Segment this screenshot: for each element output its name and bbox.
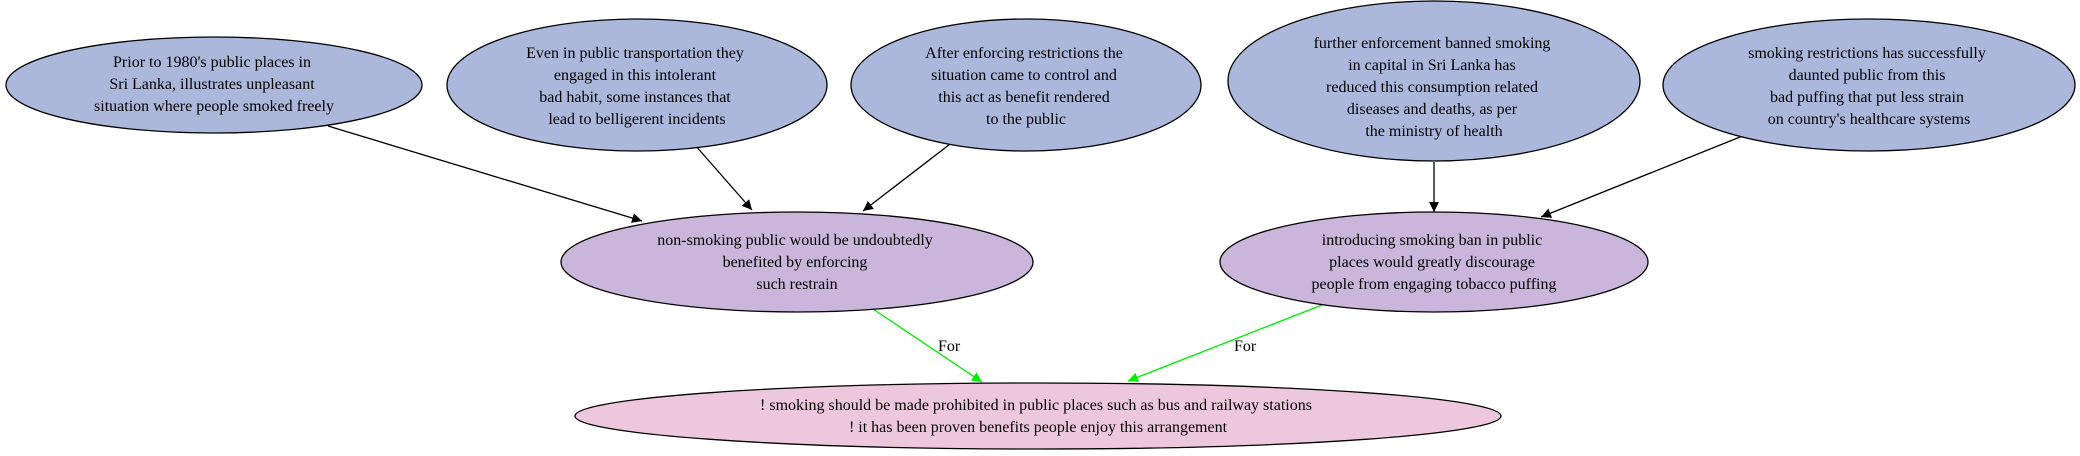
node-line: to the public [986,111,1066,128]
node-line: After enforcing restrictions the [925,45,1123,62]
svg-text:After enforcing restrictions t: After enforcing restrictions the situati… [925,45,1127,128]
svg-text:non-smoking public would be un: non-smoking public would be undoubtedly … [657,232,937,293]
svg-text:further enforcement banned smo: further enforcement banned smoking in ca… [1314,35,1555,140]
node-line: reduced this consumption related [1326,79,1538,96]
premise-node-enforcing-restrictions: After enforcing restrictions the situati… [850,18,1202,152]
edge-c1-to-conclusion [872,308,983,383]
svg-text:Prior to 1980's public places: Prior to 1980's public places in Sri Lan… [94,54,334,115]
claim-node-non-smoking-public-benefit: non-smoking public would be undoubtedly … [560,211,1034,313]
node-line: further enforcement banned smoking [1314,35,1551,52]
node-line: engaged in this intolerant [554,67,717,84]
node-line: diseases and deaths, as per [1347,101,1518,118]
edge-label-c2-for: For [1234,338,1257,355]
node-line: bad habit, some instances that [539,89,731,106]
node-line: the ministry of health [1365,123,1502,140]
premise-node-public-transportation: Even in public transportation they engag… [446,18,828,152]
node-line: Prior to 1980's public places in [113,54,311,71]
node-line: this act as benefit rendered [938,89,1109,106]
claim-node-ban-discourages-puffing: introducing smoking ban in public places… [1219,211,1649,313]
edge-label-c1-for: For [938,338,961,355]
node-line: situation where people smoked freely [94,98,334,115]
node-line: daunted public from this [1789,67,1946,84]
node-line: such restrain [756,276,837,293]
node-line: places would greatly discourage [1329,254,1535,271]
edge-p3-to-c1 [862,140,955,212]
edge-c2-to-conclusion [1127,304,1323,383]
node-line: situation came to control and [931,67,1117,84]
node-line: smoking restrictions has successfully [1748,45,1986,62]
premise-node-capital-ban: further enforcement banned smoking in ca… [1227,0,1641,162]
node-line: benefited by enforcing [723,254,868,271]
edge-p2-to-c1 [694,144,753,211]
edge-p5-to-c2 [1540,134,1746,218]
node-line: ! smoking should be made prohibited in p… [760,397,1312,414]
node-line: Even in public transportation they [526,45,744,62]
edge-p1-to-c1 [327,125,643,223]
premise-node-1980s-public-places: Prior to 1980's public places in Sri Lan… [5,36,423,134]
svg-text:Even in public transportation: Even in public transportation they engag… [526,45,748,128]
svg-text:! smoking should be made prohi: ! smoking should be made prohibited in p… [760,397,1316,436]
premise-node-healthcare-strain: smoking restrictions has successfully da… [1662,18,2076,152]
node-line: people from engaging tobacco puffing [1312,276,1557,293]
node-line: introducing smoking ban in public [1322,232,1542,249]
conclusion-node-smoking-prohibited: ! smoking should be made prohibited in p… [574,382,1502,450]
node-line: on country's healthcare systems [1768,111,1970,128]
node-line: Sri Lanka, illustrates unpleasant [109,76,315,93]
svg-text:smoking restrictions has succe: smoking restrictions has successfully da… [1748,45,1990,128]
node-line: bad puffing that put less strain [1770,89,1964,106]
node-line: ! it has been proven benefits people enj… [849,419,1228,436]
node-line: in capital in Sri Lanka has [1348,57,1516,74]
node-line: non-smoking public would be undoubtedly [657,232,933,249]
node-line: lead to belligerent incidents [548,111,725,128]
svg-text:introducing smoking ban in pub: introducing smoking ban in public places… [1312,232,1557,293]
